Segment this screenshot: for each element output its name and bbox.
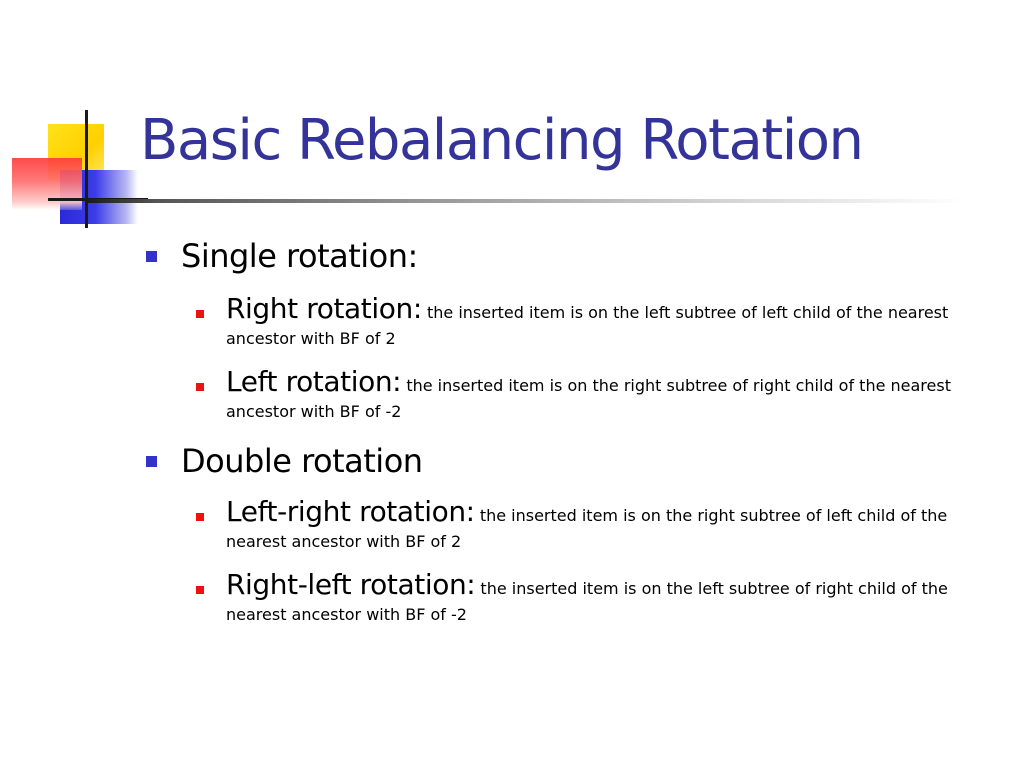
sub-bullet-term: Left rotation: bbox=[226, 365, 402, 398]
sub-bullet-description: the inserted item is on the left subtree… bbox=[226, 579, 948, 624]
bullet-label: Double rotation bbox=[181, 442, 423, 480]
sub-bullet-description: the inserted item is on the right subtre… bbox=[226, 506, 948, 551]
sub-bullet-text: Right rotation: the inserted item is on … bbox=[226, 295, 1001, 352]
slide-title: Basic Rebalancing Rotation bbox=[140, 108, 864, 173]
square-bullet-icon bbox=[146, 456, 157, 467]
title-underline-rule bbox=[86, 199, 966, 203]
sub-bullet-term: Left-right rotation: bbox=[226, 495, 475, 528]
sub-bullet-text: Left rotation: the inserted item is on t… bbox=[226, 368, 1001, 425]
square-bullet-icon bbox=[196, 383, 204, 391]
corner-decoration bbox=[0, 0, 150, 240]
square-bullet-icon bbox=[146, 251, 157, 262]
square-bullet-icon bbox=[196, 310, 204, 318]
sub-bullet-text: Right-left rotation: the inserted item i… bbox=[226, 571, 1001, 628]
sub-bullet-description: the inserted item is on the right subtre… bbox=[226, 376, 951, 421]
sub-bullet-term: Right rotation: bbox=[226, 292, 422, 325]
sub-bullet-term: Right-left rotation: bbox=[226, 568, 476, 601]
square-bullet-icon bbox=[196, 513, 204, 521]
square-bullet-icon bbox=[196, 586, 204, 594]
bullet-label: Single rotation: bbox=[181, 237, 418, 275]
sub-bullet-description: the inserted item is on the left subtree… bbox=[226, 303, 949, 348]
vertical-rule-decoration bbox=[85, 110, 88, 228]
red-square-decoration bbox=[12, 158, 82, 210]
sub-bullet-text: Left-right rotation: the inserted item i… bbox=[226, 498, 1001, 555]
